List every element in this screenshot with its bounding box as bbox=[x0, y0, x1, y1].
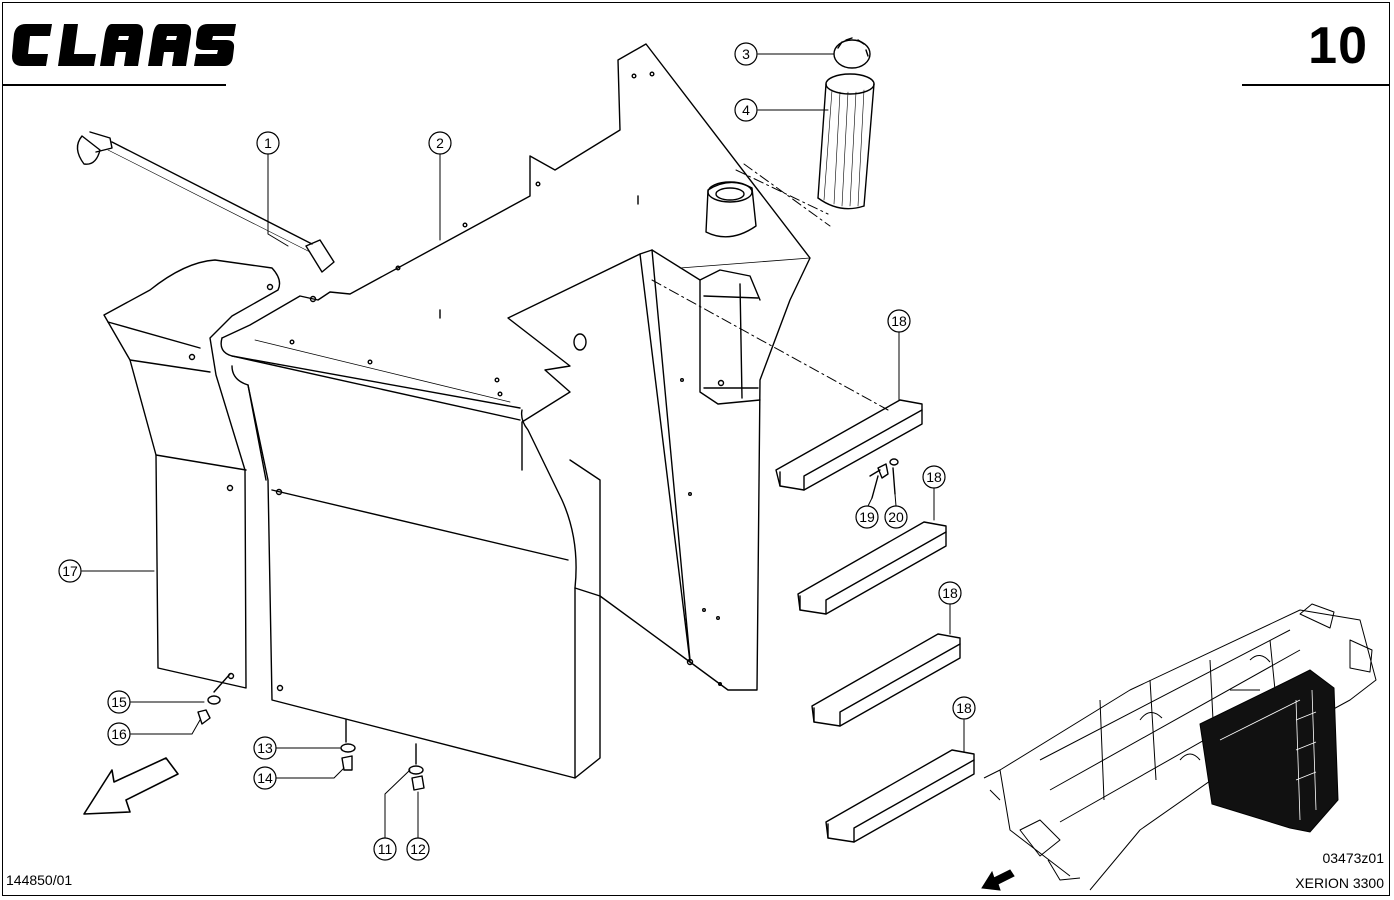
callout-number: 18 bbox=[942, 585, 958, 601]
washer-20 bbox=[889, 458, 899, 495]
bolt-14 bbox=[341, 755, 353, 771]
callout-number: 19 bbox=[859, 509, 875, 525]
callout-13: 13 bbox=[253, 736, 277, 760]
callout-number: 17 bbox=[62, 563, 78, 579]
arrow-down-left-icon bbox=[981, 869, 1015, 891]
arrow-down-left-icon bbox=[83, 757, 179, 815]
callout-number: 18 bbox=[891, 313, 907, 329]
washer-13 bbox=[340, 719, 356, 753]
callout-15: 15 bbox=[107, 690, 131, 714]
bolt-19 bbox=[869, 463, 889, 499]
callout-number: 15 bbox=[111, 694, 127, 710]
nut-12 bbox=[411, 775, 425, 791]
page-number: 10 bbox=[1308, 17, 1368, 75]
callout-12: 12 bbox=[406, 837, 430, 861]
callout-20: 20 bbox=[884, 505, 908, 529]
callout-16: 16 bbox=[107, 722, 131, 746]
callout-number: 1 bbox=[264, 135, 272, 151]
step-plate-18d bbox=[825, 749, 975, 843]
drawing-id: 144850/01 bbox=[6, 872, 73, 888]
callout-number: 14 bbox=[257, 770, 273, 786]
callout-18: 18 bbox=[952, 696, 976, 720]
figure-code: 03473z01 bbox=[1322, 850, 1384, 866]
callout-number: 16 bbox=[111, 726, 127, 742]
tank-body-2 bbox=[220, 43, 811, 779]
callout-3: 3 bbox=[734, 42, 758, 66]
callout-14: 14 bbox=[253, 766, 277, 790]
callout-1: 1 bbox=[256, 131, 280, 155]
header-rule-left bbox=[2, 84, 226, 86]
callout-number: 12 bbox=[410, 841, 426, 857]
callout-number: 3 bbox=[742, 46, 750, 62]
filter-sieve-4 bbox=[817, 73, 875, 210]
callout-number: 13 bbox=[257, 740, 273, 756]
washer-11 bbox=[408, 743, 424, 775]
washer-15 bbox=[207, 673, 231, 705]
callout-number: 11 bbox=[378, 841, 393, 857]
level-sender-1 bbox=[76, 131, 335, 273]
callout-number: 18 bbox=[956, 700, 972, 716]
nut-16 bbox=[197, 709, 211, 725]
callout-18: 18 bbox=[938, 581, 962, 605]
step-plate-18b bbox=[797, 521, 947, 615]
step-plate-18a bbox=[775, 399, 923, 491]
chassis-inset-view bbox=[983, 603, 1377, 891]
callout-4: 4 bbox=[734, 98, 758, 122]
step-plate-18c bbox=[811, 633, 961, 727]
model-name: XERION 3300 bbox=[1295, 875, 1384, 891]
callout-11: 11 bbox=[373, 837, 397, 861]
callout-number: 20 bbox=[888, 509, 904, 525]
callout-19: 19 bbox=[855, 505, 879, 529]
callout-number: 2 bbox=[436, 135, 444, 151]
callout-2: 2 bbox=[428, 131, 452, 155]
brand-logo bbox=[12, 24, 236, 66]
callout-17: 17 bbox=[58, 559, 82, 583]
callout-18: 18 bbox=[887, 309, 911, 333]
callout-number: 18 bbox=[926, 469, 942, 485]
callout-number: 4 bbox=[742, 102, 750, 118]
side-panel-17 bbox=[103, 259, 281, 689]
header-rule-right bbox=[1242, 84, 1390, 86]
callout-18: 18 bbox=[922, 465, 946, 489]
